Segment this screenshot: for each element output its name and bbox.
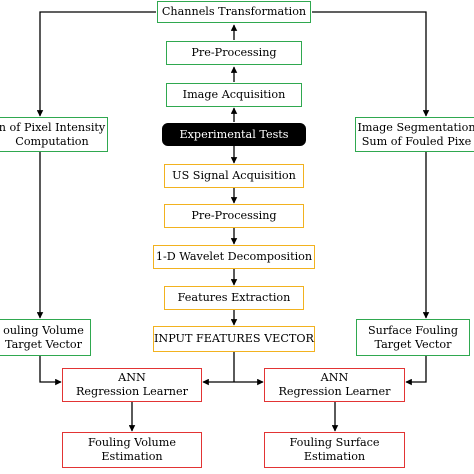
image-segmentation-label-line1: Image Segmentation [357, 120, 474, 134]
features-extraction-box: Features Extraction [164, 286, 304, 310]
ann-right-box: ANN Regression Learner [264, 368, 405, 402]
ann-left-box: ANN Regression Learner [62, 368, 202, 402]
pixel-intensity-box: n of Pixel Intensity Computation [0, 117, 108, 152]
arrow-volume-target-to-ann-left [39, 356, 62, 386]
fouling-volume-target-box: ouling Volume Target Vector [0, 319, 91, 356]
surface-fouling-target-label-line2: Target Vector [374, 337, 452, 351]
ann-left-label-line2: Regression Learner [76, 385, 188, 398]
image-acquisition-label: Image Acquisition [182, 88, 286, 101]
fouling-volume-target-label-line2: Target Vector [5, 337, 82, 351]
channels-transformation-box: Channels Transformation [157, 1, 311, 23]
fouling-surface-estimation-label-line1: Fouling Surface [289, 436, 380, 449]
fouling-surface-estimation-label-line2: Estimation [303, 450, 366, 463]
arrow-channels-to-pixel-intensity [36, 11, 156, 117]
surface-fouling-target-label-line1: Surface Fouling [367, 323, 459, 337]
us-signal-acquisition-box: US Signal Acquisition [164, 164, 304, 188]
experimental-tests-label: Experimental Tests [179, 127, 289, 141]
surface-fouling-target-box: Surface Fouling Target Vector [356, 319, 470, 356]
fouling-volume-target-label-line1: ouling Volume [3, 323, 84, 337]
input-features-vector-box: INPUT FEATURES VECTOR [153, 326, 315, 352]
arrow-surface-target-to-ann-right [405, 356, 427, 386]
image-segmentation-box: Image Segmentation Sum of Fouled Pixe [355, 117, 474, 152]
ann-right-label-line2: Regression Learner [278, 385, 391, 398]
ann-left-label-line1: ANN [118, 371, 146, 384]
image-acquisition-box: Image Acquisition [166, 83, 302, 107]
wavelet-decomposition-box: 1-D Wavelet Decomposition [153, 245, 315, 269]
channels-transformation-label: Channels Transformation [161, 5, 307, 18]
input-features-vector-label: INPUT FEATURES VECTOR [154, 332, 314, 345]
fouling-volume-estimation-label-line1: Fouling Volume [88, 436, 176, 449]
fouling-surface-estimation-box: Fouling Surface Estimation [264, 432, 405, 468]
features-extraction-label: Features Extraction [177, 291, 291, 304]
pixel-intensity-label-line1: n of Pixel Intensity [0, 120, 106, 134]
us-signal-acquisition-label: US Signal Acquisition [172, 169, 296, 182]
experimental-tests-box: Experimental Tests [162, 123, 306, 146]
image-segmentation-label-line2: Sum of Fouled Pixe [361, 134, 472, 148]
pre-processing-bottom-label: Pre-Processing [191, 209, 277, 222]
wavelet-decomposition-label: 1-D Wavelet Decomposition [155, 250, 313, 263]
pre-processing-top-label: Pre-Processing [191, 46, 277, 59]
pre-processing-bottom-box: Pre-Processing [164, 204, 304, 228]
ann-right-label-line1: ANN [320, 371, 349, 384]
fouling-volume-estimation-box: Fouling Volume Estimation [62, 432, 202, 468]
pixel-intensity-label-line2: Computation [15, 134, 89, 148]
pre-processing-top-box: Pre-Processing [166, 41, 302, 65]
fouling-volume-estimation-label-line2: Estimation [101, 450, 163, 463]
arrow-channels-to-image-segmentation [312, 11, 430, 117]
